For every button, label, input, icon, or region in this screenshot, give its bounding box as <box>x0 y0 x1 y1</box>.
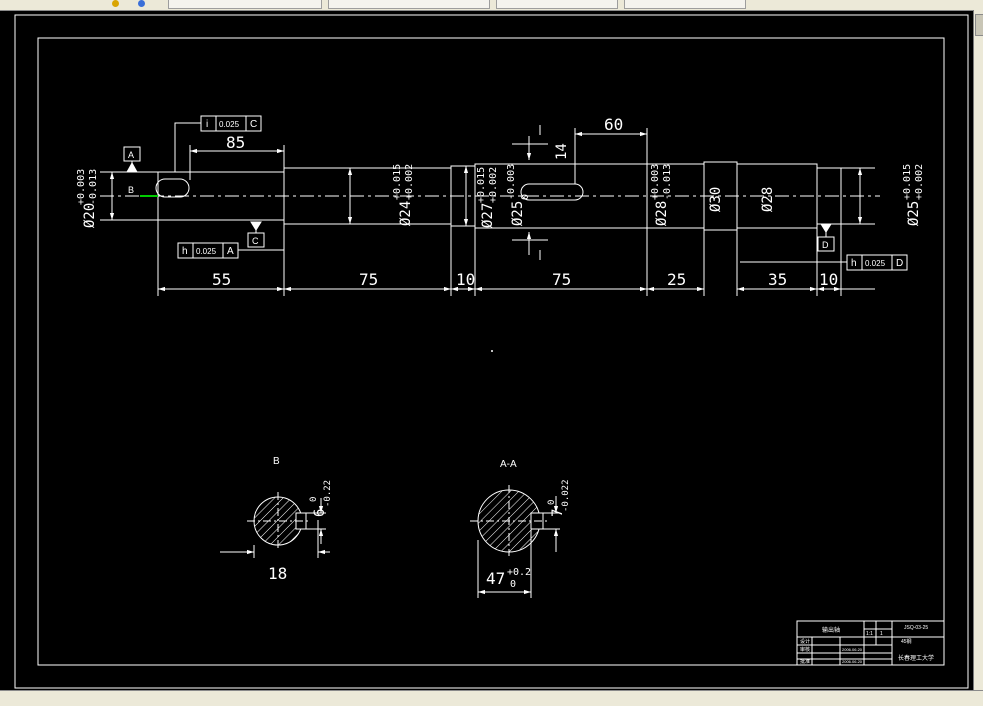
toolbar-tab-4[interactable] <box>624 0 746 9</box>
dia25a-tol-up: -0.003 <box>506 164 517 200</box>
section-b-view <box>220 492 330 558</box>
title-approver-role: 批准 <box>800 658 810 665</box>
bottom-dimension-chain <box>157 220 875 296</box>
toolbar <box>0 0 983 11</box>
cad-drawing-canvas[interactable]: Ø20 +0.003 -0.013 Ø24 +0.015 +0.002 Ø27 … <box>0 0 973 690</box>
dia27-tol-up: +0.015 <box>476 167 487 203</box>
dia28a-label: Ø28 <box>654 201 670 226</box>
dia24-tol-low: +0.002 <box>404 164 415 200</box>
dim-75b: 75 <box>552 270 571 289</box>
section-aa-label: A-A <box>500 459 517 470</box>
dia27-tol-low: +0.002 <box>488 167 499 203</box>
tol-top-datum: C <box>250 119 257 130</box>
vertical-scrollbar[interactable] <box>973 10 983 690</box>
dia24-label: Ø24 <box>398 201 414 226</box>
dia24-tol-up: +0.015 <box>392 164 403 200</box>
tolerance-frames <box>174 115 908 271</box>
dia27-label: Ø27 <box>480 203 496 228</box>
toolbar-icon-1[interactable] <box>112 0 119 7</box>
datum-a: A <box>128 150 134 160</box>
dim-14: 14 <box>554 143 570 160</box>
inner-frame <box>37 37 945 666</box>
dia28b-label: Ø28 <box>760 187 776 212</box>
datum-b: B <box>128 185 134 195</box>
dia28a-tol-up: +0.003 <box>650 164 661 200</box>
title-drawing-no: JSQ-03-25 <box>904 625 928 631</box>
section-b-depth: 6 <box>312 509 328 517</box>
diameter-arrows <box>100 166 875 226</box>
tol-right-datum: D <box>896 258 903 269</box>
title-school: 长春理工大学 <box>898 654 934 662</box>
outer-frame <box>14 14 969 689</box>
tol-right-symbol: h <box>851 258 857 269</box>
title-scale: 1:1 <box>866 631 873 637</box>
title-count: 1 <box>880 631 883 637</box>
section-aa-tol-up2: 0 <box>547 500 557 505</box>
section-b-tol-up: 0 <box>309 497 319 502</box>
dia25b-tol-up: +0.015 <box>902 164 913 200</box>
title-part-name: 输出轴 <box>822 626 840 634</box>
section-b-label: B <box>273 456 280 467</box>
dia30-label: Ø30 <box>708 187 724 212</box>
toolbar-icon-2[interactable] <box>138 0 145 7</box>
dim-75a: 75 <box>359 270 378 289</box>
section-aa-tol-low: 0 <box>510 579 516 590</box>
dim-10a: 10 <box>456 270 475 289</box>
datum-features <box>123 146 835 252</box>
title-block <box>796 620 945 666</box>
toolbar-tab-1[interactable] <box>168 0 322 9</box>
tol-left-datum: A <box>227 246 234 257</box>
dim-10b: 10 <box>819 270 838 289</box>
title-material: 45钢 <box>901 638 912 645</box>
section-b-width: 18 <box>268 564 287 583</box>
dia25a-label: Ø25 <box>510 201 526 226</box>
title-designer-role: 设计 <box>800 638 810 645</box>
scrollbar-thumb[interactable] <box>975 14 983 36</box>
dia20-tol-up: +0.003 <box>76 169 87 205</box>
tol-top-value: 0.025 <box>219 120 240 129</box>
title-date2: 2006.06.20 <box>842 659 863 664</box>
dim-85: 85 <box>226 133 245 152</box>
dim-55: 55 <box>212 270 231 289</box>
top-dimension-lines <box>189 128 648 255</box>
dia25a-tol-low: 0 <box>520 194 531 200</box>
title-date1: 2006.06.20 <box>842 647 863 652</box>
section-aa-tol-up: +0.2 <box>507 567 531 578</box>
title-checker-role: 审核 <box>800 646 810 653</box>
dia25b-label: Ø25 <box>906 201 922 226</box>
datum-c: C <box>252 236 259 246</box>
tol-top-symbol: i <box>206 119 208 130</box>
dim-35: 35 <box>768 270 787 289</box>
dim-60: 60 <box>604 115 623 134</box>
status-bar <box>0 690 983 706</box>
toolbar-tab-3[interactable] <box>496 0 618 9</box>
dim-25: 25 <box>667 270 686 289</box>
tol-left-value: 0.025 <box>196 247 217 256</box>
tol-right-value: 0.025 <box>865 259 886 268</box>
dia20-label: Ø20 <box>82 203 98 228</box>
toolbar-tab-2[interactable] <box>328 0 490 9</box>
section-aa-width: 47 <box>486 569 505 588</box>
dia20-tol-low: -0.013 <box>88 169 99 205</box>
section-aa-depth: 7 <box>550 509 566 517</box>
section-aa-view <box>470 485 560 598</box>
dia28a-tol-low: -0.013 <box>662 164 673 200</box>
stray-point <box>491 350 493 352</box>
section-b-tol-low: -0.22 <box>323 480 333 507</box>
section-aa-tol-low2: -0.022 <box>561 479 571 512</box>
dia25b-tol-low: +0.002 <box>914 164 925 200</box>
tol-left-symbol: h <box>182 246 188 257</box>
datum-d: D <box>822 240 829 250</box>
